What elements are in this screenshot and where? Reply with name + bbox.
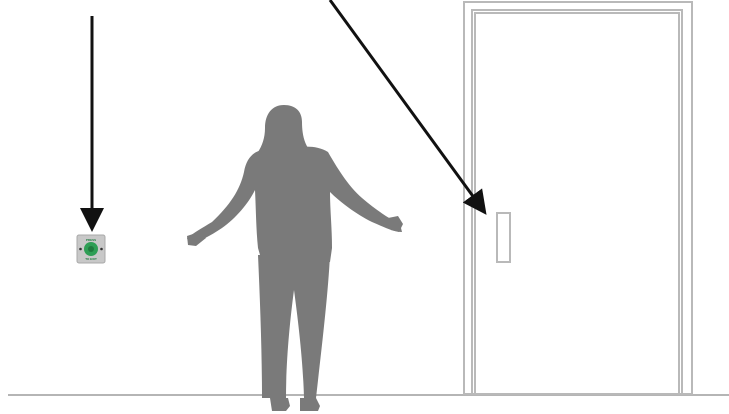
exit-button: PRESS TO EXIT bbox=[77, 235, 105, 263]
door-frame-inner bbox=[472, 10, 682, 394]
exit-button-top-label: PRESS bbox=[86, 238, 96, 242]
door-frame-outer bbox=[464, 2, 692, 394]
door-handle-plate bbox=[497, 213, 510, 262]
arrow-to-door-handle bbox=[330, 0, 483, 210]
exit-button-right-screw bbox=[100, 248, 103, 251]
exit-button-bottom-label: TO EXIT bbox=[85, 257, 97, 261]
person-body bbox=[187, 147, 402, 262]
person-silhouette bbox=[187, 105, 403, 411]
person-right-shoe bbox=[300, 398, 320, 411]
person-left-shoe bbox=[270, 398, 290, 411]
exit-button-knob-center bbox=[88, 246, 94, 252]
door bbox=[464, 2, 692, 394]
exit-button-left-screw bbox=[79, 248, 82, 251]
door-panel bbox=[475, 13, 679, 394]
person-head bbox=[258, 105, 308, 153]
person-legs bbox=[258, 255, 330, 398]
